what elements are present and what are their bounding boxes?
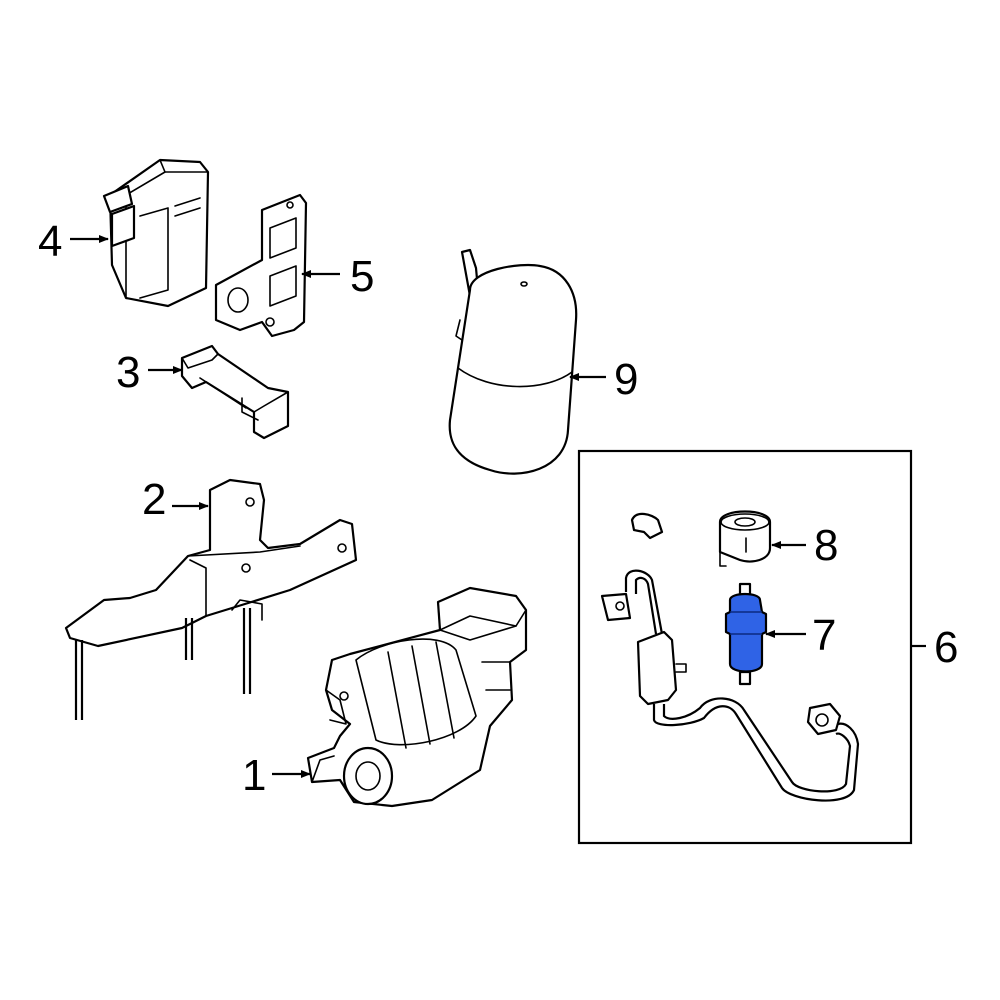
filter-drawing[interactable]	[724, 582, 768, 686]
callout-6: 6	[934, 623, 958, 672]
valve-drawing[interactable]	[718, 510, 772, 567]
dryer-line-drawing[interactable]	[600, 512, 860, 802]
callout-2: 2	[142, 475, 166, 524]
callout-1: 1	[242, 751, 266, 800]
callout-4: 4	[38, 217, 62, 266]
callout-arrows	[70, 235, 806, 778]
callout-7: 7	[812, 611, 836, 660]
callout-9: 9	[614, 355, 638, 404]
compressor-drawing[interactable]	[306, 586, 528, 808]
callout-5: 5	[350, 252, 374, 301]
control-module-drawing[interactable]	[102, 158, 210, 308]
callout-8: 8	[814, 521, 838, 570]
mount-drawing[interactable]	[180, 344, 290, 440]
module-bracket-drawing[interactable]	[214, 193, 308, 338]
bracket-drawing[interactable]	[64, 478, 358, 720]
callout-3: 3	[116, 348, 140, 397]
reservoir-drawing[interactable]	[448, 248, 578, 475]
